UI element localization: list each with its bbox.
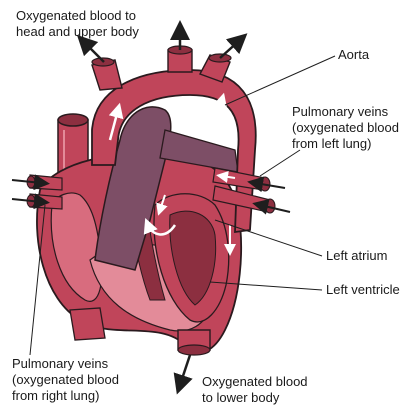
label-oxygenated-blood-head: Oxygenated blood to head and upper body xyxy=(16,8,139,40)
label-oxygenated-blood-lower-body: Oxygenated blood to lower body xyxy=(202,374,308,406)
label-aorta: Aorta xyxy=(338,47,369,63)
arrow-up-right-icon xyxy=(220,40,240,58)
inferior-vena-cava xyxy=(70,308,105,340)
label-pulmonary-veins-left-lung: Pulmonary veins (oxygenated blood from l… xyxy=(292,104,399,152)
arrow-down-icon xyxy=(180,355,190,385)
arrow-up-left-icon xyxy=(84,42,104,62)
label-left-ventricle: Left ventricle xyxy=(326,282,400,298)
flow-arrow-white-icon xyxy=(215,100,222,125)
label-pulmonary-veins-right-lung: Pulmonary veins (oxygenated blood from r… xyxy=(12,356,119,404)
label-left-atrium: Left atrium xyxy=(326,248,387,264)
